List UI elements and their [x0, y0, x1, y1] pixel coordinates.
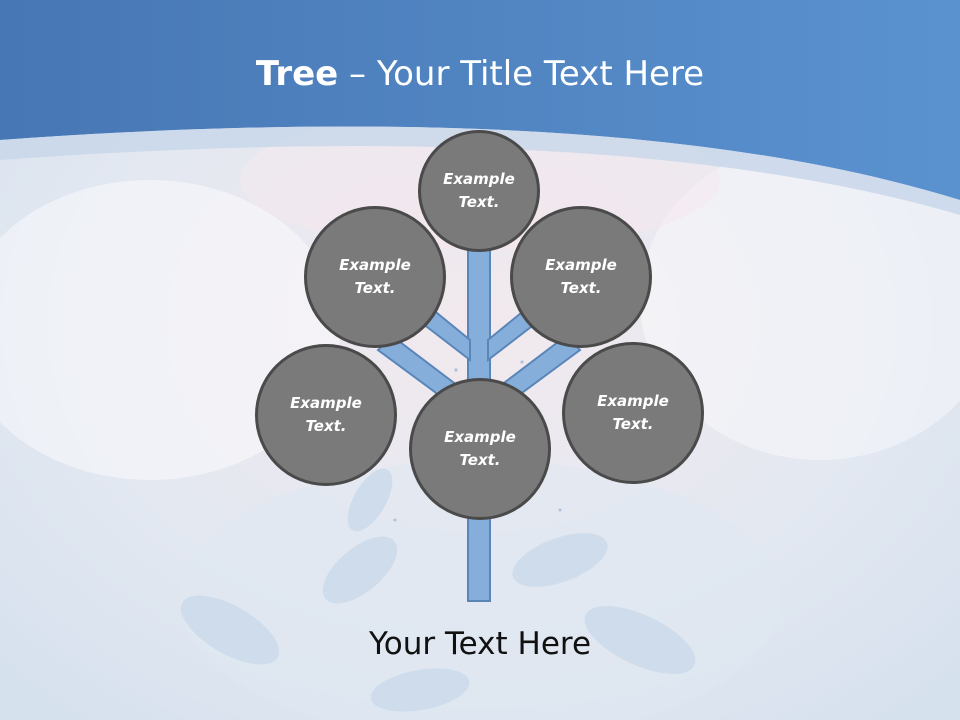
background-blob	[0, 180, 340, 480]
node-label: Example Text.	[290, 394, 362, 435]
tree-node-upper-right: Example Text.	[510, 206, 652, 348]
title-rest: – Your Title Text Here	[338, 54, 705, 94]
tree-node-upper-left: Example Text.	[304, 206, 446, 348]
leaf-decoration	[180, 468, 696, 712]
tree-node-top: Example Text.	[418, 130, 540, 252]
tree-node-lower-left: Example Text.	[255, 344, 397, 486]
node-label: Example Text.	[443, 170, 515, 211]
header-band	[0, 0, 960, 200]
node-label: Example Text.	[444, 428, 516, 469]
title-bold: Tree	[255, 54, 339, 94]
caption-text: Your Text Here	[368, 626, 592, 662]
background-blob	[640, 140, 960, 460]
slide-title: Tree – Your Title Text Here	[0, 52, 960, 96]
node-label: Example Text.	[597, 392, 669, 433]
node-label: Example Text.	[339, 256, 411, 297]
node-label: Example Text.	[545, 256, 617, 297]
tree-node-lower-right: Example Text.	[562, 342, 704, 484]
tree-node-center: Example Text.	[409, 378, 551, 520]
